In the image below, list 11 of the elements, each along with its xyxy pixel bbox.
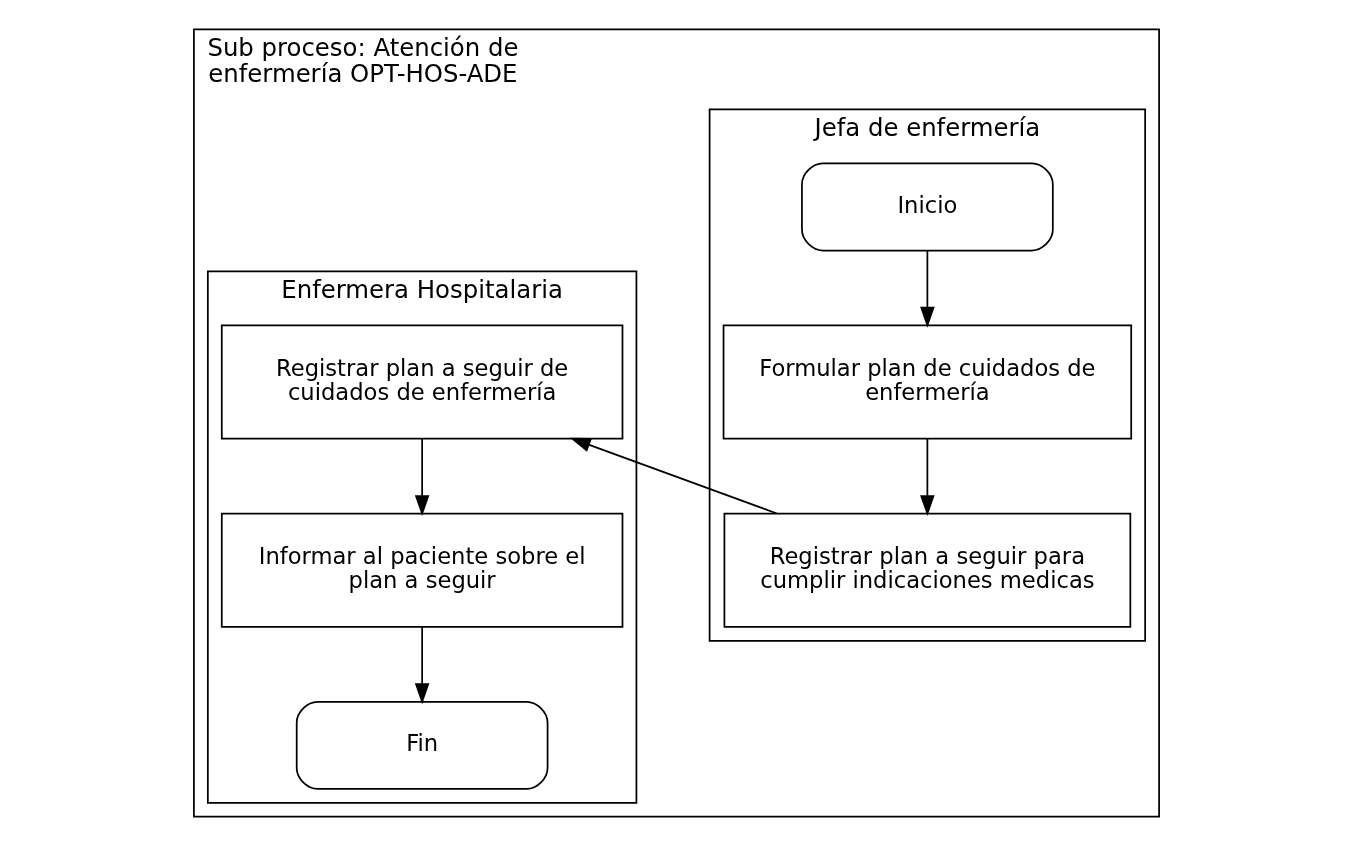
node-box: Inicio — [800, 162, 1054, 252]
node-box: Formular plan de cuidados de enfermería — [722, 324, 1132, 440]
arrow — [919, 249, 935, 328]
node-box: Registrar plan a seguir para cumplir indicaciones medicas — [723, 512, 1131, 628]
arrow — [569, 437, 778, 515]
arrow — [414, 626, 429, 705]
node-box: Registrar plan a seguir de cuidados de enfermería — [220, 324, 623, 440]
node-box: Informar al paciente sobre el plan a seguir — [220, 512, 623, 628]
arrow — [919, 437, 935, 517]
node-box: Fin — [295, 700, 548, 790]
arrow — [414, 437, 429, 517]
